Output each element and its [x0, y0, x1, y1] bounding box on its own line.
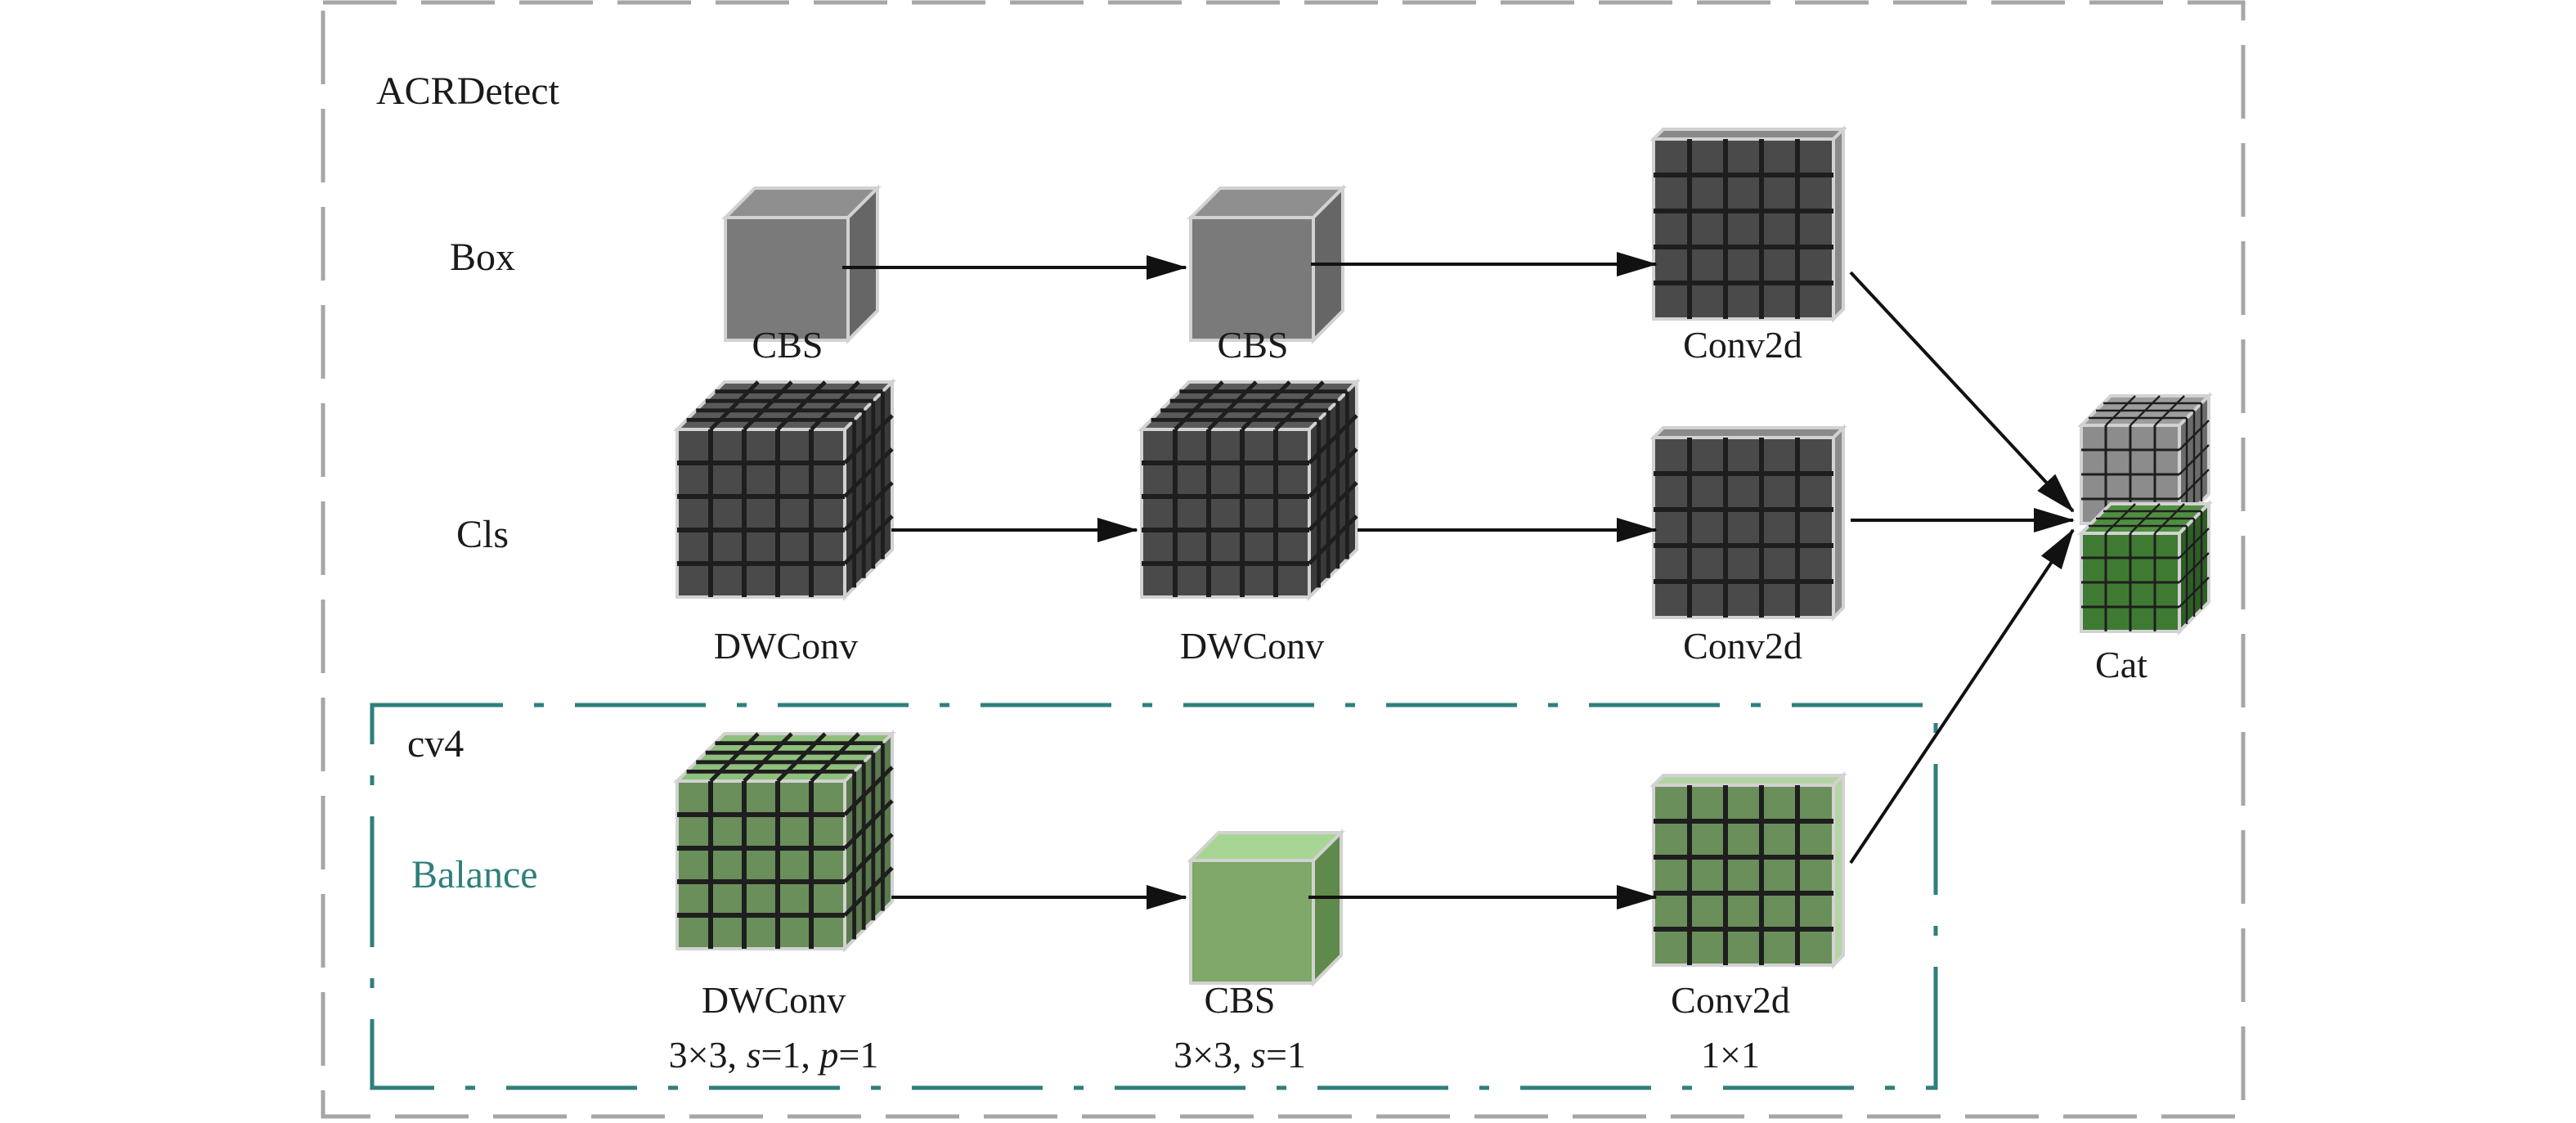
params-bal-conv2d: 1×1	[1701, 1034, 1760, 1076]
caption-cls-dwconv-1: DWConv	[714, 625, 858, 667]
caption-cat: Cat	[2095, 644, 2147, 685]
cube-grid-line	[843, 514, 894, 565]
cube-side-face	[1312, 829, 1343, 987]
cube-grid-line	[2179, 469, 2210, 500]
params-bal-cbs-size: 3×3,	[1174, 1034, 1251, 1076]
cube-cls-dwconv-2	[1138, 378, 1361, 601]
params-bal-dwconv: 3×3, s=1, p=1	[669, 1034, 879, 1076]
cube-box-conv2d	[1649, 125, 1847, 323]
row-label-box: Box	[450, 236, 515, 279]
arrows	[842, 252, 2075, 910]
cube-grid-line	[2179, 444, 2210, 475]
row-label-balance: Balance	[411, 853, 538, 896]
caption-cls-conv2d: Conv2d	[1683, 625, 1802, 667]
caption-bal-dwconv: DWConv	[702, 979, 846, 1021]
params-bal-cbs-s-val: =1	[1266, 1034, 1306, 1076]
cube-bal-conv2d	[1649, 771, 1847, 969]
cube-side-face	[846, 184, 879, 344]
cube-front-face	[1140, 428, 1311, 599]
module-title: ACRDetect	[376, 70, 560, 113]
cube-grid-line	[1308, 514, 1358, 565]
cube-front-face	[1652, 436, 1835, 619]
cube-front-face	[1189, 216, 1315, 342]
outer-module-frame	[321, 0, 2246, 1119]
cube-box-cbs-2	[1187, 184, 1347, 344]
cube-front-face	[675, 428, 846, 599]
cube-front-face	[1652, 137, 1835, 321]
cube-front-face	[675, 779, 846, 950]
caption-bal-conv2d: Conv2d	[1671, 979, 1790, 1021]
cube-grid-line	[843, 866, 894, 917]
params-bal-dwconv-size: 3×3,	[669, 1034, 747, 1076]
params-bal-dwconv-p: p	[817, 1034, 838, 1076]
params-bal-cbs-s: s	[1251, 1034, 1266, 1076]
cube-cat-green	[2077, 500, 2213, 636]
cube-box-cbs-1	[721, 184, 882, 344]
cube-front-face	[1652, 784, 1835, 967]
cube-cls-dwconv-1	[673, 378, 896, 601]
row-label-cls: Cls	[456, 513, 509, 556]
cube-grid-line	[2154, 395, 2185, 426]
caption-box-conv2d: Conv2d	[1683, 324, 1802, 366]
cv4-group-frame	[370, 703, 1938, 1090]
cube-bal-cbs	[1187, 829, 1345, 987]
cube-layer	[673, 125, 2213, 987]
arrow-box-to-cat	[1849, 271, 2075, 513]
caption-bal-cbs: CBS	[1205, 979, 1276, 1021]
cube-cat-gray	[2077, 392, 2213, 528]
cube-bal-dwconv	[673, 730, 896, 953]
cube-grid-line	[2154, 503, 2185, 534]
caption-box-cbs-2: CBS	[1218, 324, 1289, 366]
cube-front-face	[724, 216, 850, 342]
params-bal-dwconv-s: s	[747, 1034, 761, 1076]
caption-cls-dwconv-2: DWConv	[1180, 625, 1324, 667]
params-bal-cbs: 3×3, s=1	[1174, 1034, 1306, 1076]
caption-box-cbs-1: CBS	[752, 324, 824, 366]
cube-cls-conv2d	[1649, 424, 1847, 622]
cube-grid-line	[2179, 577, 2210, 608]
params-bal-dwconv-s-val: =1,	[761, 1034, 819, 1076]
params-bal-dwconv-p-val: =1	[838, 1034, 878, 1076]
cube-front-face	[1189, 859, 1315, 985]
group-label-cv4: cv4	[407, 722, 464, 766]
arrow-bal-to-cat	[1849, 528, 2075, 865]
cube-grid-line	[2179, 552, 2210, 583]
